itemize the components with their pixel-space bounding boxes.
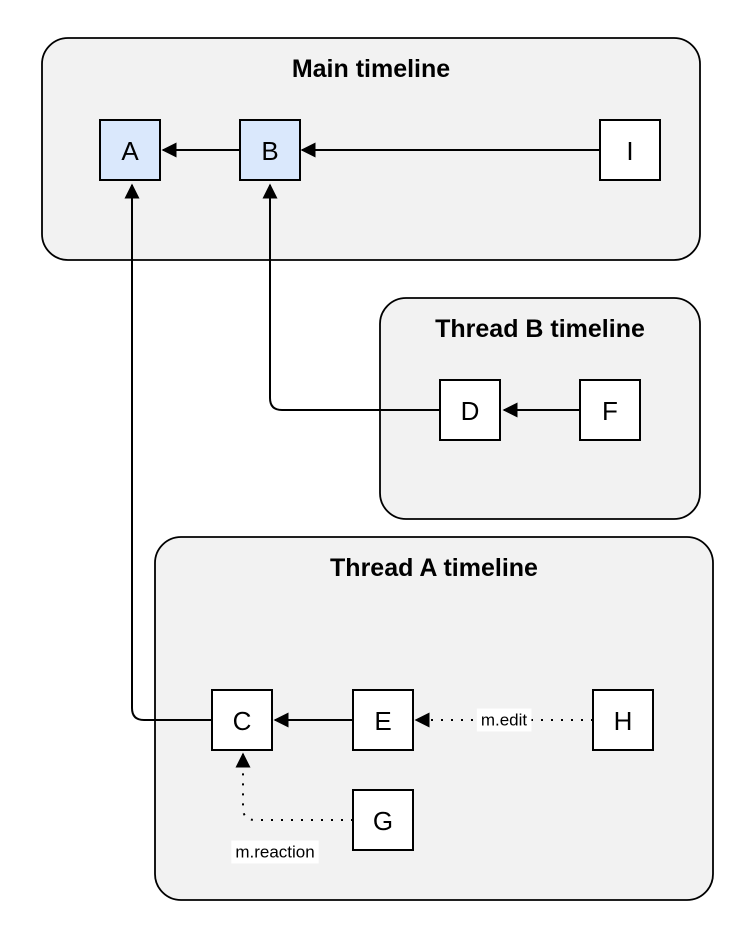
node-G-label: G: [373, 806, 393, 836]
node-C-label: C: [233, 706, 252, 736]
edge-labels-layer: m.edit m.reaction: [231, 708, 532, 864]
container-thread-b-timeline-title: Thread B timeline: [435, 315, 645, 343]
node-C-box: [211, 689, 273, 751]
node-C: C: [211, 689, 273, 751]
node-D-label: D: [461, 396, 480, 426]
container-thread-a-timeline: Thread A timeline: [154, 536, 714, 901]
node-F-box: [579, 379, 641, 441]
node-H: H: [592, 689, 654, 751]
node-A-label: A: [121, 136, 139, 166]
node-I-box: [599, 119, 661, 181]
event-nodes-layer: A B I D F C E H G: [99, 119, 661, 851]
node-A: A: [99, 119, 161, 181]
node-E: E: [352, 689, 414, 751]
node-E-box: [352, 689, 414, 751]
node-F: F: [579, 379, 641, 441]
container-thread-b-timeline-box: [379, 297, 701, 520]
node-H-label: H: [614, 706, 633, 736]
edge-label-m-reaction: m.reaction: [231, 840, 319, 864]
edge-label-m-reaction-text: m.reaction: [235, 843, 314, 862]
container-thread-a-timeline-title: Thread A timeline: [330, 554, 538, 582]
node-H-box: [592, 689, 654, 751]
edge-label-m-reaction-bg: [231, 840, 319, 864]
edges-layer: [124, 142, 600, 821]
container-thread-a-timeline-box: [154, 536, 714, 901]
edge-label-m-edit-text: m.edit: [481, 711, 528, 730]
node-A-box: [99, 119, 161, 181]
node-B: B: [239, 119, 301, 181]
node-G-box: [352, 789, 414, 851]
container-thread-b-timeline: Thread B timeline: [379, 297, 701, 520]
node-B-box: [239, 119, 301, 181]
node-D: D: [439, 379, 501, 441]
edge-D-to-B-arrow: [262, 183, 440, 411]
edge-C-to-A-arrow: [124, 183, 212, 721]
edge-label-m-edit: m.edit: [476, 708, 532, 732]
node-B-label: B: [261, 136, 278, 166]
node-E-label: E: [374, 706, 391, 736]
node-G: G: [352, 789, 414, 851]
node-I-label: I: [626, 136, 633, 166]
node-I: I: [599, 119, 661, 181]
container-main-timeline-title: Main timeline: [292, 55, 450, 83]
edge-label-m-edit-bg: [476, 708, 532, 732]
node-F-label: F: [602, 396, 618, 426]
node-D-box: [439, 379, 501, 441]
